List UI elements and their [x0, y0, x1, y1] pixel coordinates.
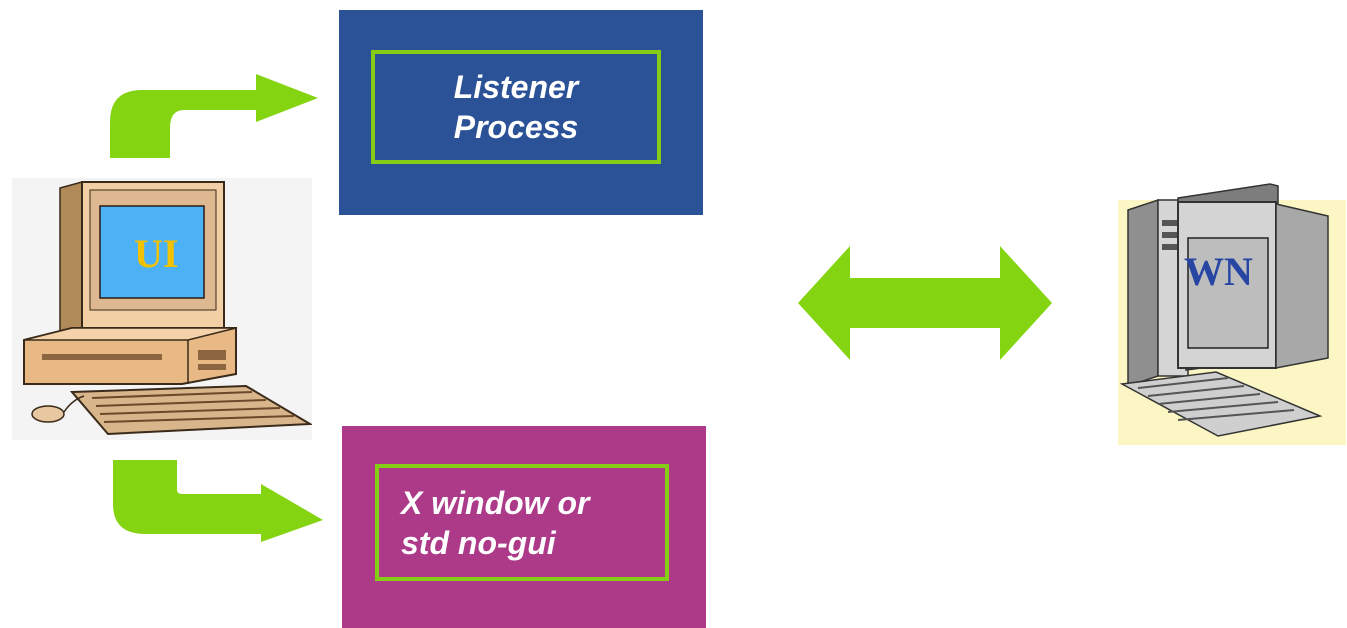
listener-process-label-line1: Listener [453, 69, 579, 105]
ui-computer-icon [12, 178, 312, 440]
bottom-curved-arrow-icon [113, 460, 323, 542]
ui-label: UI [134, 231, 179, 276]
x-window-frame: X window or std no-gui [375, 464, 669, 581]
x-window-box: X window or std no-gui [342, 426, 706, 628]
x-window-label-line2: std no-gui [401, 524, 556, 561]
wn-computer-icon [1118, 183, 1346, 445]
listener-process-box: Listener Process [339, 10, 703, 215]
listener-process-label-line2: Process [453, 109, 579, 145]
wn-label: WN [1184, 249, 1253, 294]
x-window-label-line1: X window or [401, 484, 590, 521]
double-arrow-icon [798, 246, 1052, 360]
top-curved-arrow-icon [110, 74, 318, 158]
listener-process-frame: Listener Process [371, 50, 661, 164]
